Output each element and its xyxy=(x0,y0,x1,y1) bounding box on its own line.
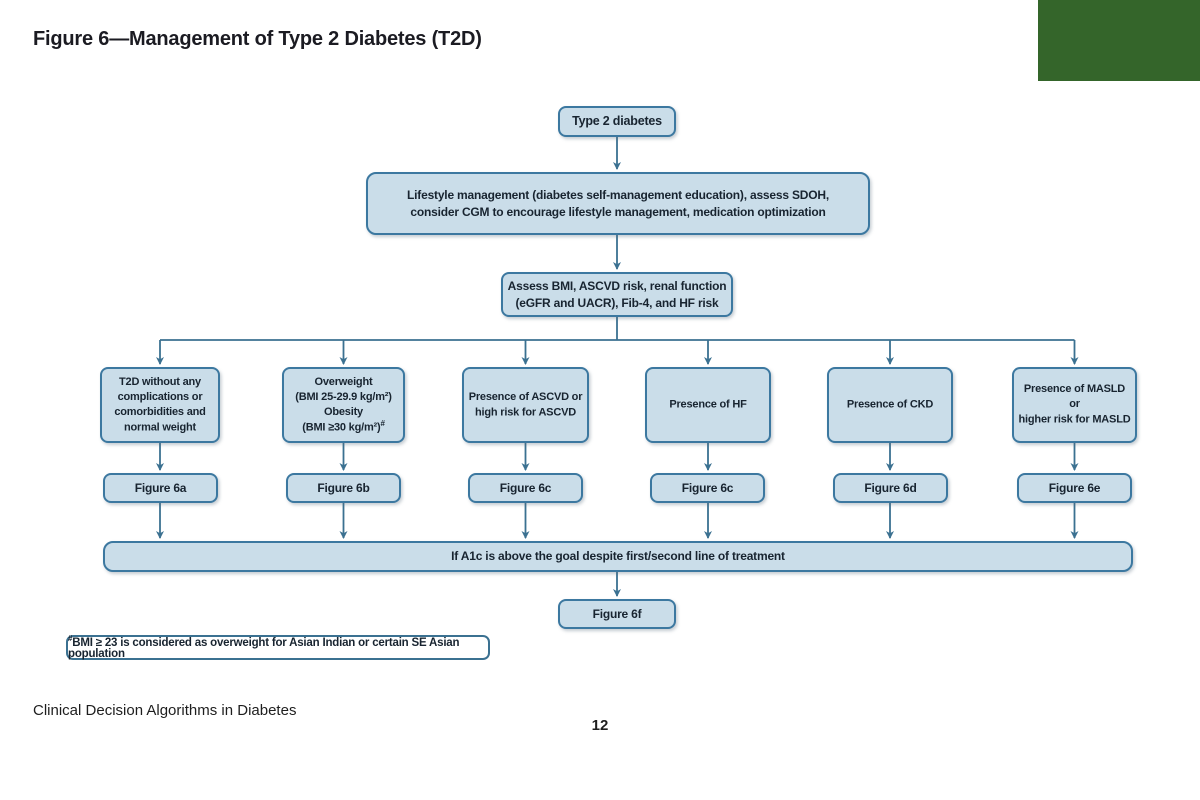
branch-ckd: Presence of CKD xyxy=(827,367,953,443)
branch-hf: Presence of HF xyxy=(645,367,771,443)
figure-6f-box: Figure 6f xyxy=(558,599,676,629)
figure-6c-box: Figure 6c xyxy=(468,473,583,503)
node-label: Type 2 diabetes xyxy=(572,114,662,129)
figure-label: Figure 6d xyxy=(864,480,917,495)
green-accent-rect xyxy=(1038,0,1200,81)
figure-label: Figure 6a xyxy=(134,480,187,495)
branch-superscript: # xyxy=(380,418,385,428)
footnote-box: #BMI ≥ 23 is considered as overweight fo… xyxy=(66,633,490,661)
node-lifestyle-management: Lifestyle management (diabetes self-mana… xyxy=(366,172,870,235)
branch-label: Overweight (BMI 25-29.9 kg/m²) Obesity (… xyxy=(295,375,392,434)
node-label: If A1c is above the goal despite first/s… xyxy=(451,549,785,564)
figure-6d-box: Figure 6d xyxy=(833,473,948,503)
footnote-marker: # xyxy=(68,633,73,643)
footnote-text: BMI ≥ 23 is considered as overweight for… xyxy=(68,636,460,661)
branch-label: Presence of HF xyxy=(669,398,747,411)
node-label: Lifestyle management (diabetes self-mana… xyxy=(407,188,829,219)
branch-overweight-obesity: Overweight (BMI 25-29.9 kg/m²) Obesity (… xyxy=(282,367,405,443)
figure-6b-box: Figure 6b xyxy=(286,473,401,503)
branch-label: Presence of MASLD or higher risk for MAS… xyxy=(1018,383,1131,426)
figure-label: Figure 6c xyxy=(681,480,734,495)
figure-label: Figure 6c xyxy=(499,480,552,495)
branch-no-complications: T2D without any complications or comorbi… xyxy=(100,367,220,443)
figure-6a-box: Figure 6a xyxy=(103,473,218,503)
node-a1c-above-goal: If A1c is above the goal despite first/s… xyxy=(103,541,1133,572)
figure-6e-box: Figure 6e xyxy=(1017,473,1132,503)
page-title: Figure 6—Management of Type 2 Diabetes (… xyxy=(33,28,482,50)
branch-masld: Presence of MASLD or higher risk for MAS… xyxy=(1012,367,1137,443)
branch-label: Presence of ASCVD or high risk for ASCVD xyxy=(468,390,583,419)
node-type-2-diabetes: Type 2 diabetes xyxy=(558,106,676,137)
figure-label: Figure 6e xyxy=(1048,480,1101,495)
figure-label: Figure 6b xyxy=(317,480,370,495)
branch-ascvd: Presence of ASCVD or high risk for ASCVD xyxy=(462,367,589,443)
node-label: Assess BMI, ASCVD risk, renal function (… xyxy=(507,279,727,310)
branch-label: Presence of CKD xyxy=(846,398,934,411)
figure-6c-box-2: Figure 6c xyxy=(650,473,765,503)
branch-label: T2D without any complications or comorbi… xyxy=(114,375,206,434)
footer-title: Clinical Decision Algorithms in Diabetes xyxy=(33,702,297,719)
node-assess-risk: Assess BMI, ASCVD risk, renal function (… xyxy=(501,272,733,317)
figure-label: Figure 6f xyxy=(592,606,642,621)
page-number: 12 xyxy=(591,717,609,734)
